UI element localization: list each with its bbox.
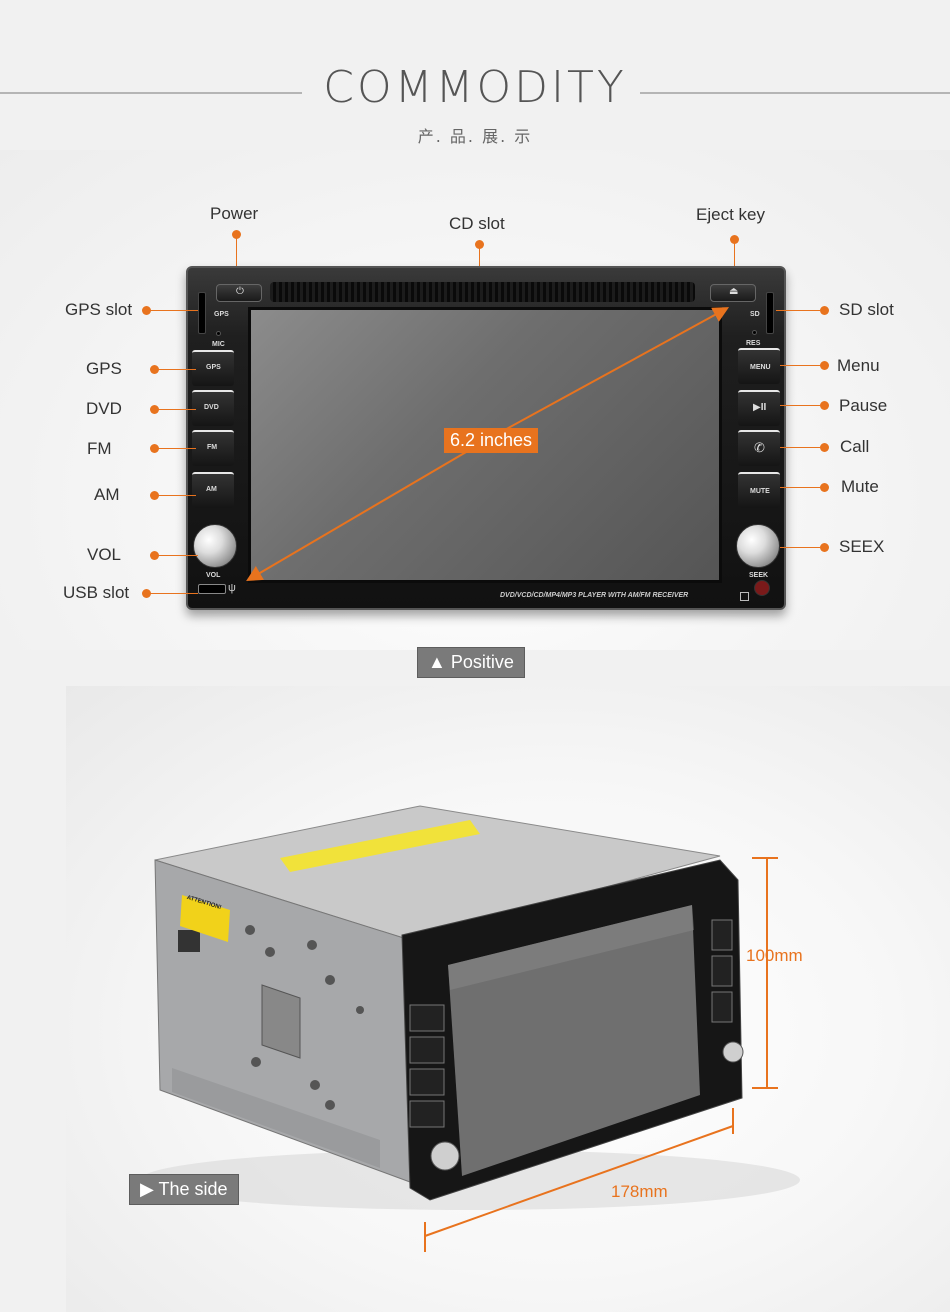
callout-power: Power bbox=[210, 204, 259, 223]
callout-eject-key: Eject key bbox=[696, 205, 765, 224]
am-button-label: AM bbox=[206, 486, 217, 493]
gps-button[interactable]: GPS bbox=[192, 350, 234, 386]
callout-usb-slot: USB slot bbox=[63, 583, 130, 602]
usb-port bbox=[198, 584, 226, 594]
callout-seex-dot bbox=[820, 543, 829, 552]
dvd-button-label: DVD bbox=[204, 404, 219, 411]
side-view-tag: ▶ The side bbox=[129, 1174, 239, 1205]
vol-knob-label: VOL bbox=[206, 572, 221, 579]
depth-dimension: 178mm bbox=[611, 1182, 668, 1201]
page-title: COMMODITY bbox=[323, 62, 627, 113]
bezel-gps-label: GPS bbox=[214, 311, 229, 318]
callout-vol-dot bbox=[150, 551, 159, 560]
callout-usb-line bbox=[150, 593, 198, 594]
callout-sd-dot bbox=[820, 306, 829, 315]
mute-button-label: MUTE bbox=[750, 488, 770, 495]
callout-dvd-dot bbox=[150, 405, 159, 414]
bezel-sd-label: SD bbox=[750, 311, 760, 318]
callout-cd-slot-dot bbox=[475, 240, 484, 249]
dvd-button[interactable]: DVD bbox=[192, 390, 234, 426]
callout-dvd: DVD bbox=[86, 399, 122, 418]
seek-knob[interactable] bbox=[736, 524, 780, 568]
bezel-mic-label: MIC bbox=[212, 341, 225, 348]
gps-button-label: GPS bbox=[206, 364, 221, 371]
menu-button[interactable]: MENU bbox=[738, 348, 780, 384]
callout-gps-line bbox=[158, 369, 196, 370]
height-dimension: 100mm bbox=[746, 946, 803, 965]
fm-button[interactable]: FM bbox=[192, 430, 234, 466]
menu-button-label: MENU bbox=[750, 364, 771, 371]
callout-mute-dot bbox=[820, 483, 829, 492]
positive-view-tag: ▲ Positive bbox=[417, 647, 525, 678]
callout-call-dot bbox=[820, 443, 829, 452]
callout-menu-line bbox=[780, 365, 820, 366]
callout-seex-line bbox=[780, 547, 820, 548]
gps-card-slot bbox=[198, 292, 206, 334]
sd-card-slot bbox=[766, 292, 774, 334]
fm-button-label: FM bbox=[207, 444, 218, 451]
mic-hole bbox=[216, 331, 221, 336]
callout-dvd-line bbox=[158, 409, 196, 410]
callout-sd-slot: SD slot bbox=[839, 300, 894, 319]
bezel-res-label: RES bbox=[746, 340, 761, 347]
mute-button[interactable]: MUTE bbox=[738, 472, 780, 508]
eject-button[interactable]: ⏏ bbox=[710, 284, 756, 302]
callout-usb-dot bbox=[142, 589, 151, 598]
header-rule-right bbox=[640, 92, 950, 94]
ir-sensor bbox=[754, 580, 770, 596]
unit-model-text: DVD/VCD/CD/MP4/MP3 PLAYER WITH AM/FM REC… bbox=[500, 592, 689, 599]
screen-size-badge: 6.2 inches bbox=[444, 428, 539, 453]
callout-am: AM bbox=[94, 485, 120, 504]
page-subtitle: 产. 品. 展. 示 bbox=[417, 127, 533, 146]
callout-mute-line bbox=[780, 487, 820, 488]
callout-call-line bbox=[780, 447, 820, 448]
callout-vol-line bbox=[158, 555, 198, 556]
callout-power-line bbox=[236, 238, 237, 282]
play-pause-button[interactable]: ▶II bbox=[738, 390, 780, 426]
eject-icon: ⏏ bbox=[729, 286, 739, 297]
callout-gps-slot-line bbox=[150, 310, 198, 311]
callout-gps-dot bbox=[150, 365, 159, 374]
callout-cd-slot: CD slot bbox=[449, 214, 505, 233]
callout-gps-slot: GPS slot bbox=[65, 300, 133, 319]
callout-am-dot bbox=[150, 491, 159, 500]
disc-icon bbox=[740, 592, 749, 601]
seek-knob-label: SEEK bbox=[749, 572, 769, 579]
header-rule-left bbox=[0, 92, 302, 94]
callout-gps: GPS bbox=[86, 359, 122, 378]
callout-am-line bbox=[158, 495, 196, 496]
usb-icon: ψ bbox=[228, 582, 236, 594]
callout-mute: Mute bbox=[841, 477, 879, 496]
callout-fm-dot bbox=[150, 444, 159, 453]
power-button[interactable]: ⏻ bbox=[216, 284, 262, 302]
callout-pause: Pause bbox=[839, 396, 888, 415]
callout-call: Call bbox=[840, 437, 870, 456]
volume-knob[interactable] bbox=[193, 524, 237, 568]
cd-slot bbox=[270, 282, 695, 302]
call-button[interactable]: ✆ bbox=[738, 430, 780, 466]
callout-fm-line bbox=[158, 448, 196, 449]
callout-sd-line bbox=[776, 310, 820, 311]
callout-fm: FM bbox=[87, 439, 112, 458]
callout-pause-dot bbox=[820, 401, 829, 410]
callout-seex: SEEX bbox=[839, 537, 885, 556]
callout-eject-dot bbox=[730, 235, 739, 244]
callout-menu: Menu bbox=[837, 356, 880, 375]
play-pause-icon: ▶II bbox=[753, 402, 767, 413]
reset-hole bbox=[752, 330, 757, 335]
callout-vol: VOL bbox=[87, 545, 122, 564]
callout-pause-line bbox=[780, 405, 820, 406]
am-button[interactable]: AM bbox=[192, 472, 234, 508]
power-icon: ⏻ bbox=[236, 286, 244, 297]
phone-icon: ✆ bbox=[754, 440, 765, 455]
callout-power-dot bbox=[232, 230, 241, 239]
callout-gps-slot-dot bbox=[142, 306, 151, 315]
callout-menu-dot bbox=[820, 361, 829, 370]
callout-eject-line bbox=[734, 243, 735, 283]
